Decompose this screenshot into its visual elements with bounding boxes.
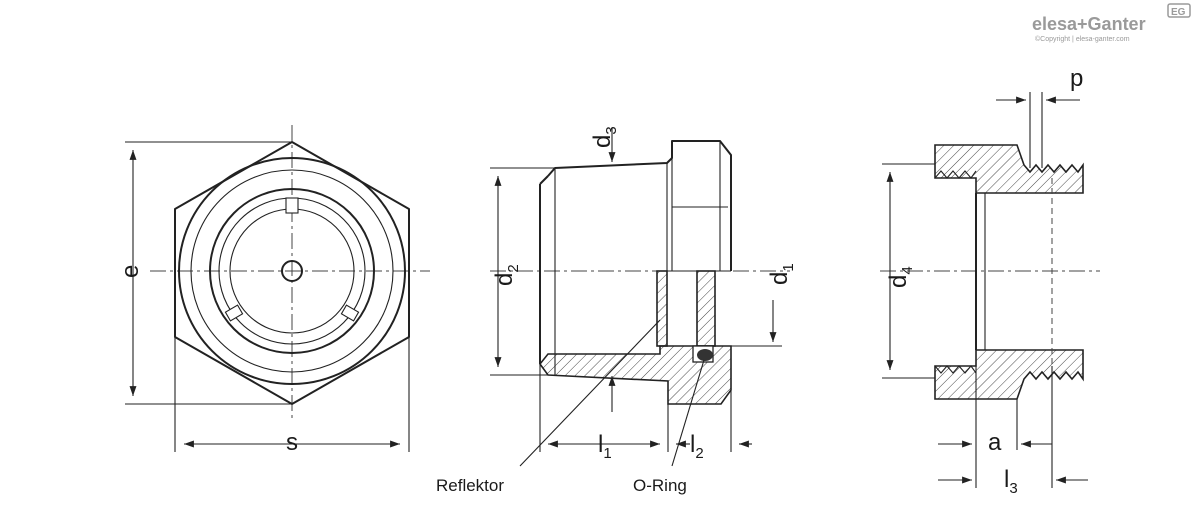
dim-label-p: p <box>1070 65 1083 92</box>
dim-label-d1-main: d <box>766 272 793 285</box>
lens-section <box>696 270 716 347</box>
svg-text:d1: d1 <box>766 263 797 285</box>
brand-name: elesa+Ganter <box>1032 14 1146 34</box>
thread-profile-lower <box>934 365 977 374</box>
center-dot <box>281 260 303 282</box>
brand-badge: EG <box>1171 7 1186 18</box>
dim-label-l1-sub: 1 <box>603 445 611 462</box>
dim-label-d1: d1 <box>766 263 797 285</box>
dim-label-d3-sub: 3 <box>603 126 620 134</box>
dim-label-d2-main: d <box>491 273 518 286</box>
front-chamfer-top <box>539 175 549 185</box>
dim-label-d3-main: d <box>589 135 616 148</box>
outer-ring <box>178 157 406 385</box>
ring-2 <box>190 169 394 373</box>
ring-3 <box>209 188 375 354</box>
dim-label-l1: l1 <box>598 431 612 462</box>
svg-text:d3: d3 <box>589 126 620 148</box>
dim-label-l2-sub: 2 <box>695 445 703 462</box>
dim-label-d4: d4 <box>885 266 916 288</box>
dim-label-l2-main: l <box>690 431 695 458</box>
brand-logo: elesa+Ganter EG ©Copyright | elesa-gante… <box>1032 3 1191 43</box>
thread-profile-upper <box>934 170 977 179</box>
dim-label-l1-main: l <box>598 431 603 458</box>
dim-label-d2: d2 <box>491 264 522 286</box>
reflector-section <box>656 270 668 347</box>
dim-label-a: a <box>988 429 1002 456</box>
brand-copyright: ©Copyright | elesa-ganter.com <box>1035 35 1130 43</box>
brand-badge-frame <box>1167 3 1191 18</box>
callout-reflektor: Reflektor <box>436 476 504 495</box>
reflector-slots <box>224 197 360 322</box>
leader-oring <box>671 359 705 467</box>
wall-lower-hatched <box>934 349 1084 400</box>
svg-text:d2: d2 <box>491 264 522 286</box>
dim-label-e: e <box>117 265 144 278</box>
body-upper-outline <box>547 140 732 271</box>
svg-text:d4: d4 <box>885 266 916 288</box>
dim-label-d1-sub: 1 <box>780 263 797 271</box>
leader-reflektor <box>519 319 661 467</box>
dim-label-l3-main: l <box>1004 466 1009 493</box>
oring <box>697 349 713 361</box>
side-section-view: d2 d3 d1 l1 l2 Reflektor O-Ring <box>436 126 797 495</box>
dim-label-d3: d3 <box>589 126 620 148</box>
dim-label-l3-sub: 3 <box>1009 480 1017 497</box>
wall-upper-hatched <box>934 144 1084 194</box>
callout-oring: O-Ring <box>633 476 687 495</box>
dim-label-d2-sub: 2 <box>505 264 522 272</box>
mounting-hole-view: d4 p a l3 <box>880 65 1100 497</box>
dim-label-s: s <box>286 429 298 456</box>
dim-label-l2: l2 <box>690 431 704 462</box>
front-view-hex: e s <box>117 125 430 456</box>
dim-label-d4-sub: 4 <box>899 266 916 274</box>
dim-label-d4-main: d <box>885 275 912 288</box>
dim-label-l3: l3 <box>1004 466 1018 497</box>
